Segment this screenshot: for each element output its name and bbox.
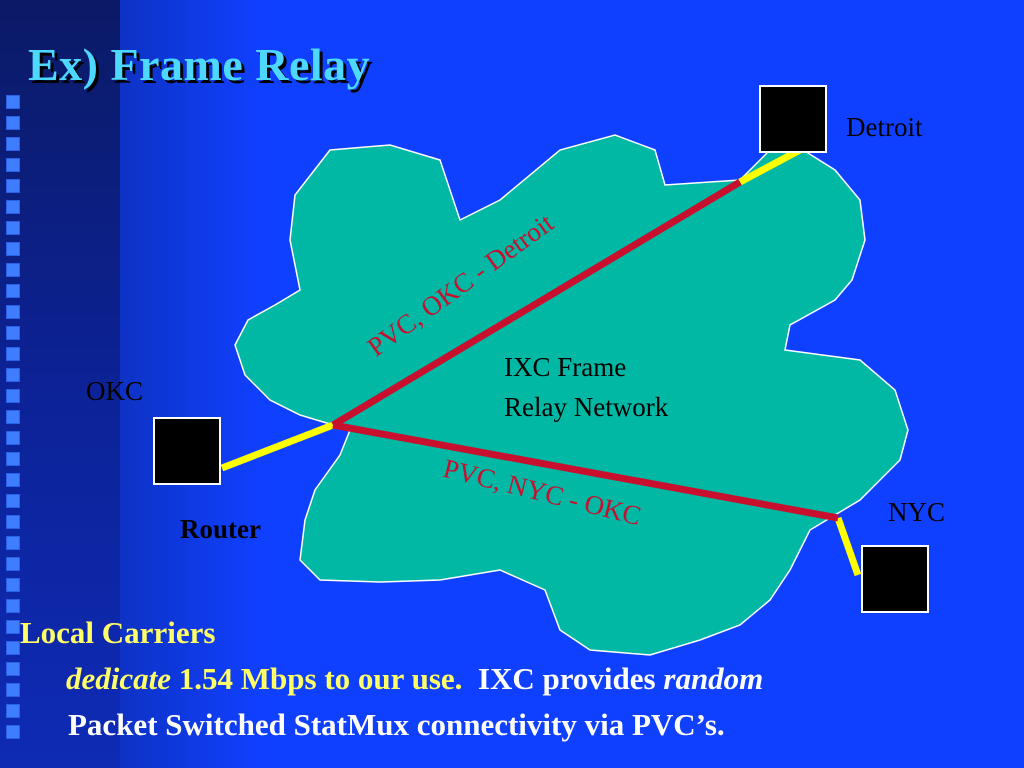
local-loop-okc — [220, 421, 335, 472]
router-box-nyc — [861, 545, 929, 613]
dedicate-text: dedicate — [66, 661, 172, 696]
bottom-line-2: dedicate 1.54 Mbps to our use. IXC provi… — [66, 656, 763, 702]
slide-title: Ex) Frame Relay — [28, 39, 371, 90]
router-label: Router — [180, 514, 261, 544]
bottom-heading: Local Carriers — [20, 615, 216, 650]
router-box-detroit — [759, 85, 827, 153]
cloud-label: IXC Frame Relay Network — [504, 347, 668, 427]
decorative-dot-column — [6, 95, 20, 746]
city-label-nyc: NYC — [888, 497, 946, 527]
ixc-provides-text: IXC provides — [477, 661, 664, 696]
ixc-network-cloud — [234, 134, 909, 656]
city-label-detroit: Detroit — [846, 112, 923, 142]
pvc-line-nyc-okc — [332, 421, 839, 522]
left-decorative-strip — [0, 0, 120, 768]
city-label-okc: OKC — [86, 376, 144, 406]
router-box-okc — [153, 417, 221, 485]
local-loop-detroit — [738, 146, 802, 186]
pvc-line-okc-detroit — [331, 178, 742, 429]
bottom-line-3: Packet Switched StatMux connectivity via… — [68, 707, 725, 742]
random-text: random — [663, 661, 764, 696]
cloud-label-line1: IXC Frame — [504, 352, 627, 382]
local-loop-nyc — [834, 516, 862, 577]
cloud-label-line2: Relay Network — [504, 392, 669, 422]
bandwidth-text: 1.54 Mbps to our use. — [171, 661, 463, 696]
